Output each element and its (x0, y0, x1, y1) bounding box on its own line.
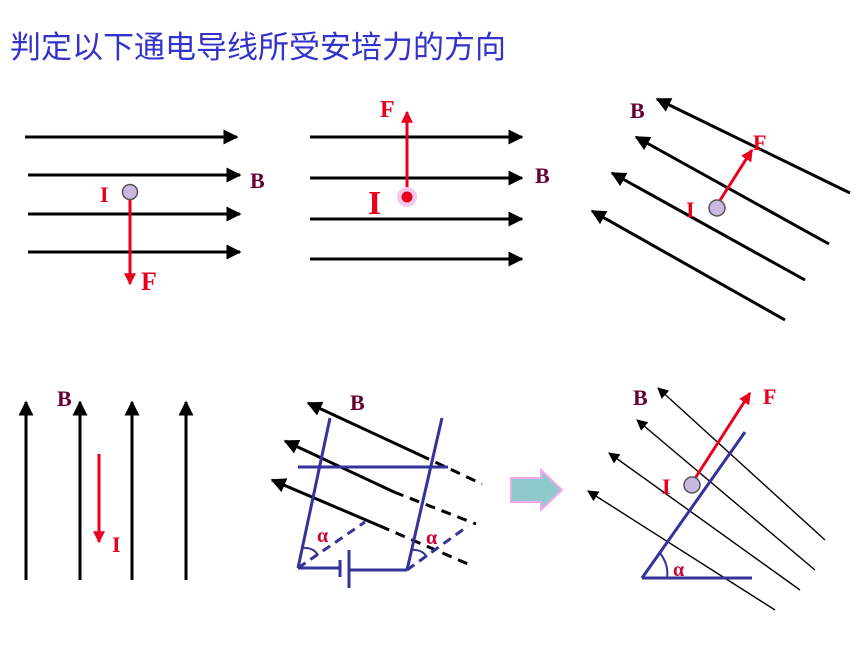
diagram-5: α α B (270, 390, 483, 588)
wire-cross-section (708, 199, 726, 217)
force-arrow (692, 391, 752, 481)
force-label: F (753, 130, 766, 155)
angle-reference-dashed (297, 520, 366, 570)
slide-title: 判定以下通电导线所受安培力的方向 (10, 30, 506, 66)
current-label: I (686, 197, 695, 222)
diagram-4: I B (18, 386, 194, 580)
angle-label-right: α (426, 527, 437, 549)
wire-cross-section (121, 183, 139, 201)
field-line (655, 97, 851, 195)
field-line (608, 452, 801, 591)
diagram-3: I B F (590, 97, 851, 322)
force-label: F (141, 267, 157, 296)
field-line-dashed (393, 490, 477, 526)
diagram-6: I B F α (587, 384, 826, 611)
field-line (634, 135, 830, 246)
field-line (610, 171, 806, 282)
field-line (636, 419, 816, 571)
angle-arc (410, 548, 428, 558)
field-line-dashed (419, 453, 483, 486)
current-label: I (368, 185, 381, 222)
force-label: F (380, 97, 395, 123)
angle-label-left: α (317, 525, 328, 547)
field-label: B (350, 390, 365, 415)
force-label: F (763, 384, 776, 409)
diagram-1: I B F (25, 129, 265, 296)
field-line (590, 209, 786, 322)
diagram-2: I B F (310, 97, 550, 267)
angle-arc (659, 552, 669, 579)
incline-rail (640, 431, 747, 579)
field-line (270, 478, 381, 528)
field-label: B (250, 168, 265, 193)
current-label: I (112, 532, 121, 557)
angle-reference-dashed (406, 524, 469, 572)
angle-label: α (673, 559, 684, 581)
wire-cross-section (683, 476, 701, 494)
right-arrow-icon (510, 467, 564, 513)
current-label: I (662, 474, 671, 499)
wire-out-of-page-dot (401, 191, 413, 203)
left-rail (296, 417, 332, 569)
field-label: B (630, 98, 645, 123)
current-label: I (100, 182, 109, 207)
force-arrow (715, 148, 754, 206)
field-label: B (633, 385, 648, 410)
field-line (657, 387, 826, 541)
field-label: B (57, 386, 72, 411)
angle-arc (301, 546, 319, 556)
field-line (306, 401, 421, 457)
field-label: B (535, 163, 550, 188)
right-rail (405, 417, 444, 571)
field-line (587, 490, 776, 611)
